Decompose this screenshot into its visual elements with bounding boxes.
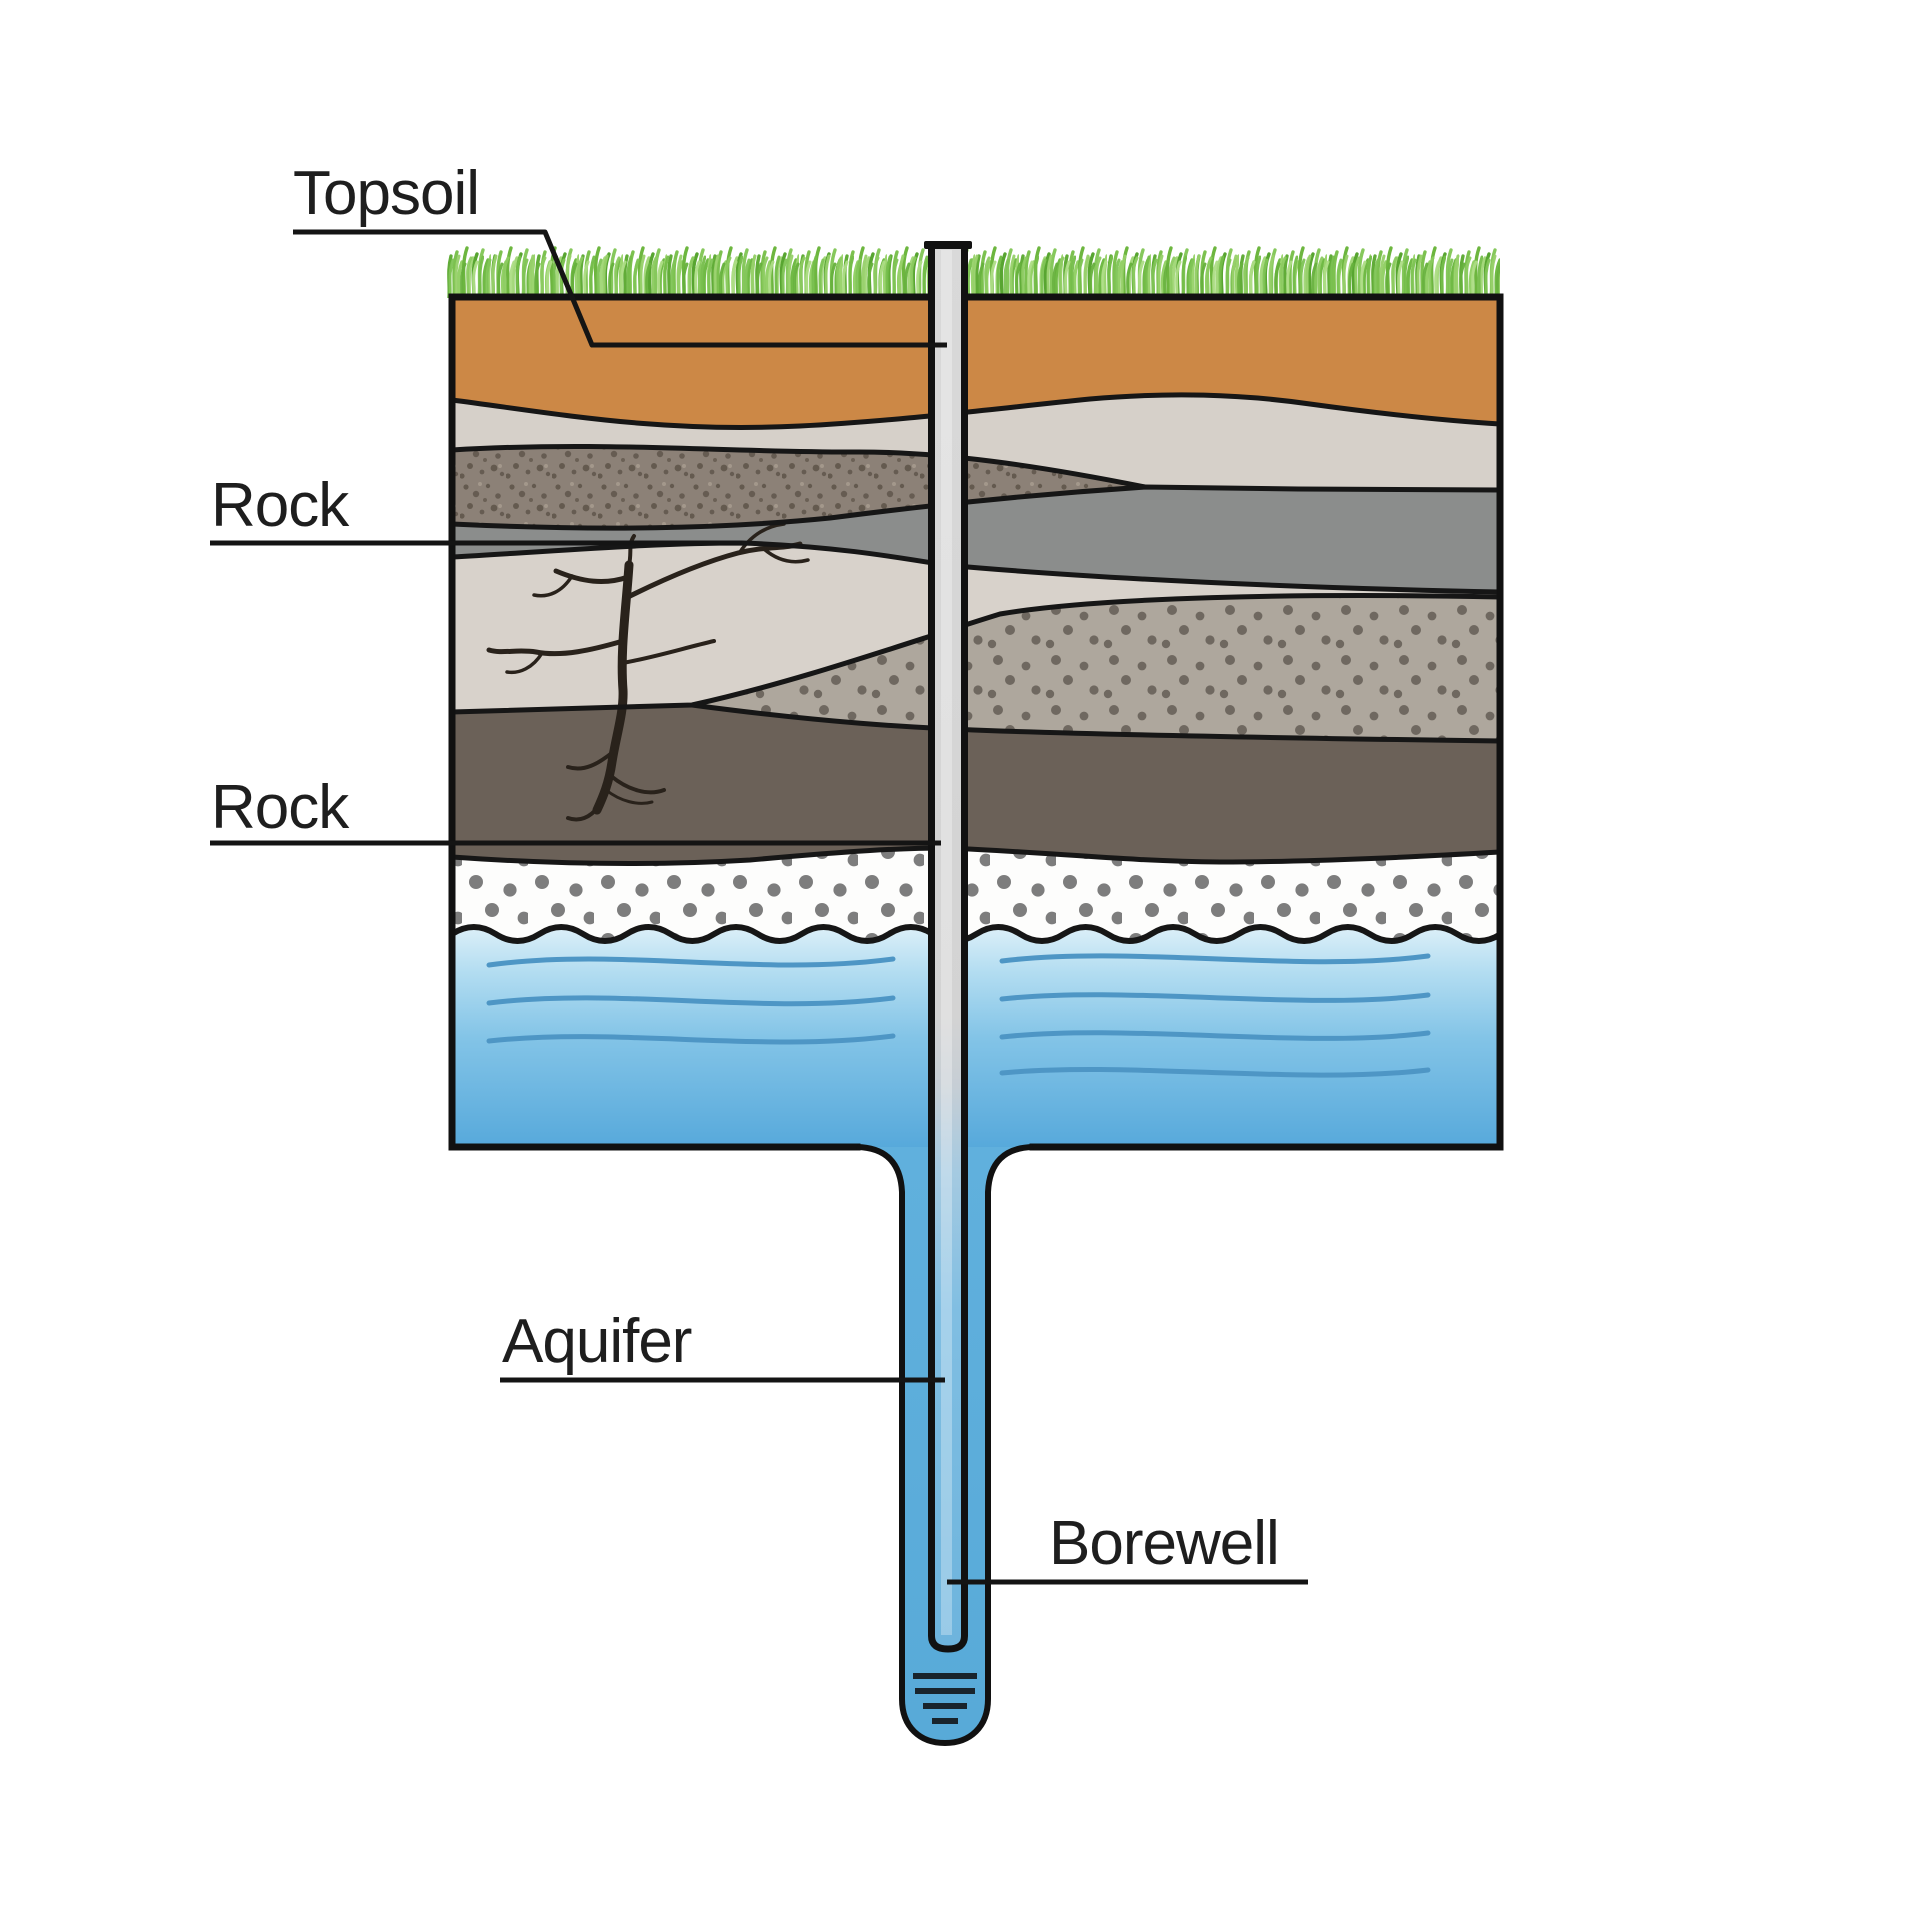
leader-topsoil xyxy=(293,229,947,348)
aquifer-water xyxy=(452,927,1501,1147)
pipe-top-cap xyxy=(924,241,972,249)
label-borewell: Borewell xyxy=(1049,1509,1279,1578)
soil-block-border xyxy=(448,293,1504,1151)
speckled-rock-lower-texture xyxy=(692,595,1500,741)
label-rock-lower: Rock xyxy=(211,773,350,842)
label-aquifer: Aquifer xyxy=(502,1307,692,1376)
speckled-rock-upper-texture xyxy=(452,446,1145,529)
leader-lines xyxy=(210,229,1308,1585)
pipe-casing xyxy=(928,245,968,1653)
soil-block xyxy=(448,293,1504,1151)
label-rock-upper: Rock xyxy=(211,471,350,540)
borewell-pipe xyxy=(913,241,977,1724)
borehole-border xyxy=(856,1144,1034,1747)
grass-strip xyxy=(447,242,1500,298)
water-wave-lines xyxy=(486,953,1431,1078)
water-level-marks xyxy=(913,1673,977,1724)
label-topsoil: Topsoil xyxy=(293,159,479,228)
pipe-highlight xyxy=(941,250,952,1635)
labels: Topsoil Rock Rock Aquifer Borewell xyxy=(211,159,1280,1578)
